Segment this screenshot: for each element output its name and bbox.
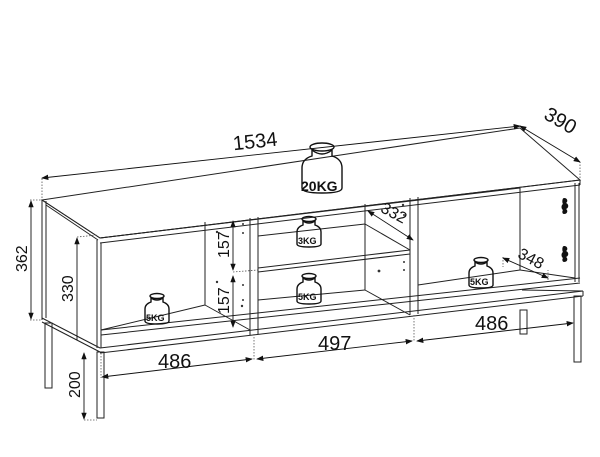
hinge-icon	[561, 198, 569, 262]
overall-width-label: 1534	[232, 129, 279, 156]
left-compartment-width-label: 486	[158, 351, 191, 373]
dimension-compartment-widths: 486 497 486	[100, 313, 574, 379]
base-frame	[41, 289, 584, 354]
dimension-overall-width: 1534	[41, 123, 521, 198]
dimension-height-body: 362	[14, 199, 42, 321]
center-compartment-width-label: 497	[318, 333, 351, 355]
load-label-center-upper: 3KG	[298, 236, 317, 246]
left-side-panel	[41, 199, 102, 348]
load-label-top: 20KG	[301, 178, 338, 194]
dimension-right-inner-depth: 348	[502, 245, 549, 280]
dimension-leg-height: 200	[67, 352, 97, 421]
weight-icon-top: 20KG	[301, 142, 343, 194]
weight-icon-left: 5KG	[144, 292, 170, 325]
weight-icon-center-upper: 3KG	[296, 215, 322, 248]
inner-height-label: 330	[60, 275, 77, 302]
dimension-shelf-gaps: 157 157	[216, 220, 259, 328]
weight-icon-center-lower: 5KG	[296, 272, 322, 305]
load-label-right: 5KG	[470, 277, 489, 287]
load-label-left: 5KG	[146, 313, 165, 323]
dimension-depth: 390	[519, 103, 581, 178]
shelf-pin-holes	[215, 203, 405, 308]
height-body-label: 362	[14, 245, 31, 272]
right-compartment-width-label: 486	[475, 313, 508, 335]
weight-icon-right: 5KG	[468, 256, 494, 289]
leg-height-label: 200	[67, 371, 84, 398]
shelf-gap-lower-label: 157	[216, 287, 233, 314]
shelf-gap-upper-label: 157	[216, 231, 233, 258]
center-shelf-depth-label: 332	[378, 200, 410, 228]
dimension-inner-height: 330	[60, 234, 98, 340]
depth-label: 390	[540, 103, 580, 139]
load-label-center-lower: 5KG	[298, 292, 317, 302]
